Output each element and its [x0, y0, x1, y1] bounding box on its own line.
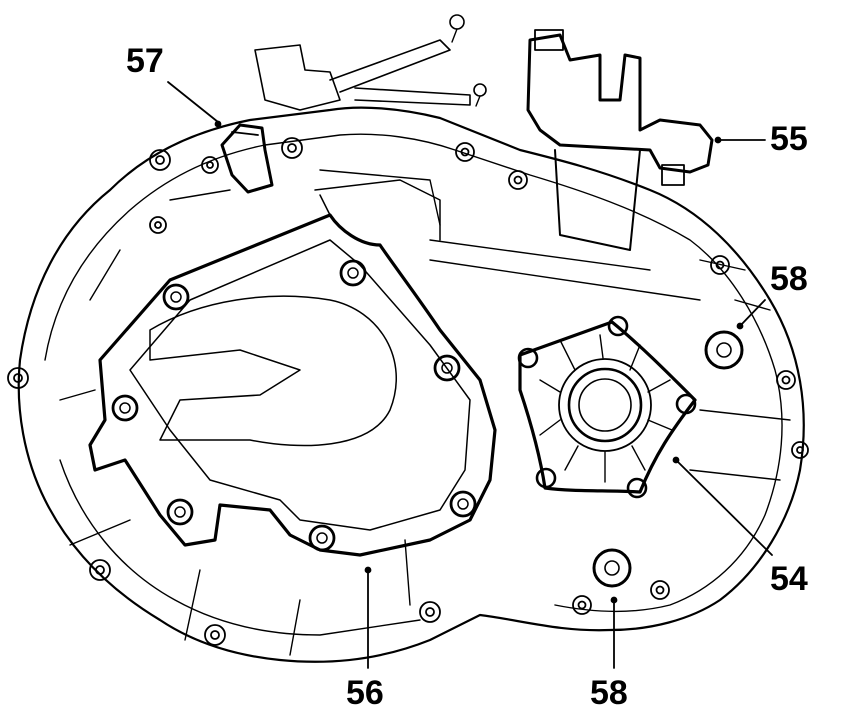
switch-lower-body	[554, 149, 641, 251]
flange-bolts	[517, 315, 697, 499]
flange-hub-mid	[567, 367, 643, 443]
callout-57: 57	[126, 42, 164, 80]
switch-assembly	[526, 33, 714, 174]
callout-56: 56	[346, 674, 384, 712]
side-cover-shift-channel	[149, 295, 397, 447]
housing-lower-edge	[59, 459, 421, 636]
callout-55: 55	[770, 120, 808, 158]
breather-cap-ring	[231, 131, 259, 136]
leader-lines	[167, 81, 773, 669]
mount-bolt-lower	[592, 548, 632, 588]
linkage-ball-top	[449, 14, 465, 30]
callout-58-lower: 58	[590, 674, 628, 712]
flange-ribs	[539, 334, 673, 483]
callout-58-upper: 58	[770, 260, 808, 298]
leader-58-upper	[739, 299, 766, 327]
side-cover-inner	[129, 239, 471, 531]
callout-54: 54	[770, 560, 808, 598]
housing-bolts	[7, 137, 809, 646]
linkage-rod	[329, 39, 471, 106]
top-bracket	[254, 44, 341, 111]
switch-plug	[661, 164, 685, 186]
linkage-stem	[451, 28, 481, 107]
linkage-ball-mid	[473, 83, 487, 97]
switch-cap	[534, 29, 564, 51]
output-flange	[518, 320, 697, 494]
side-cover-bolts	[111, 259, 477, 552]
mount-bolt-upper	[704, 330, 744, 370]
housing-outline	[17, 106, 805, 663]
flange-hub-inner	[578, 378, 632, 432]
housing-inner-edge	[44, 133, 783, 613]
breather-vent	[220, 123, 274, 194]
flange-hub-outer	[558, 358, 652, 452]
side-cover	[88, 213, 497, 557]
leader-54	[675, 459, 773, 556]
leader-57	[167, 81, 219, 123]
housing-ribs	[59, 169, 791, 656]
side-cover-boss	[314, 179, 441, 241]
